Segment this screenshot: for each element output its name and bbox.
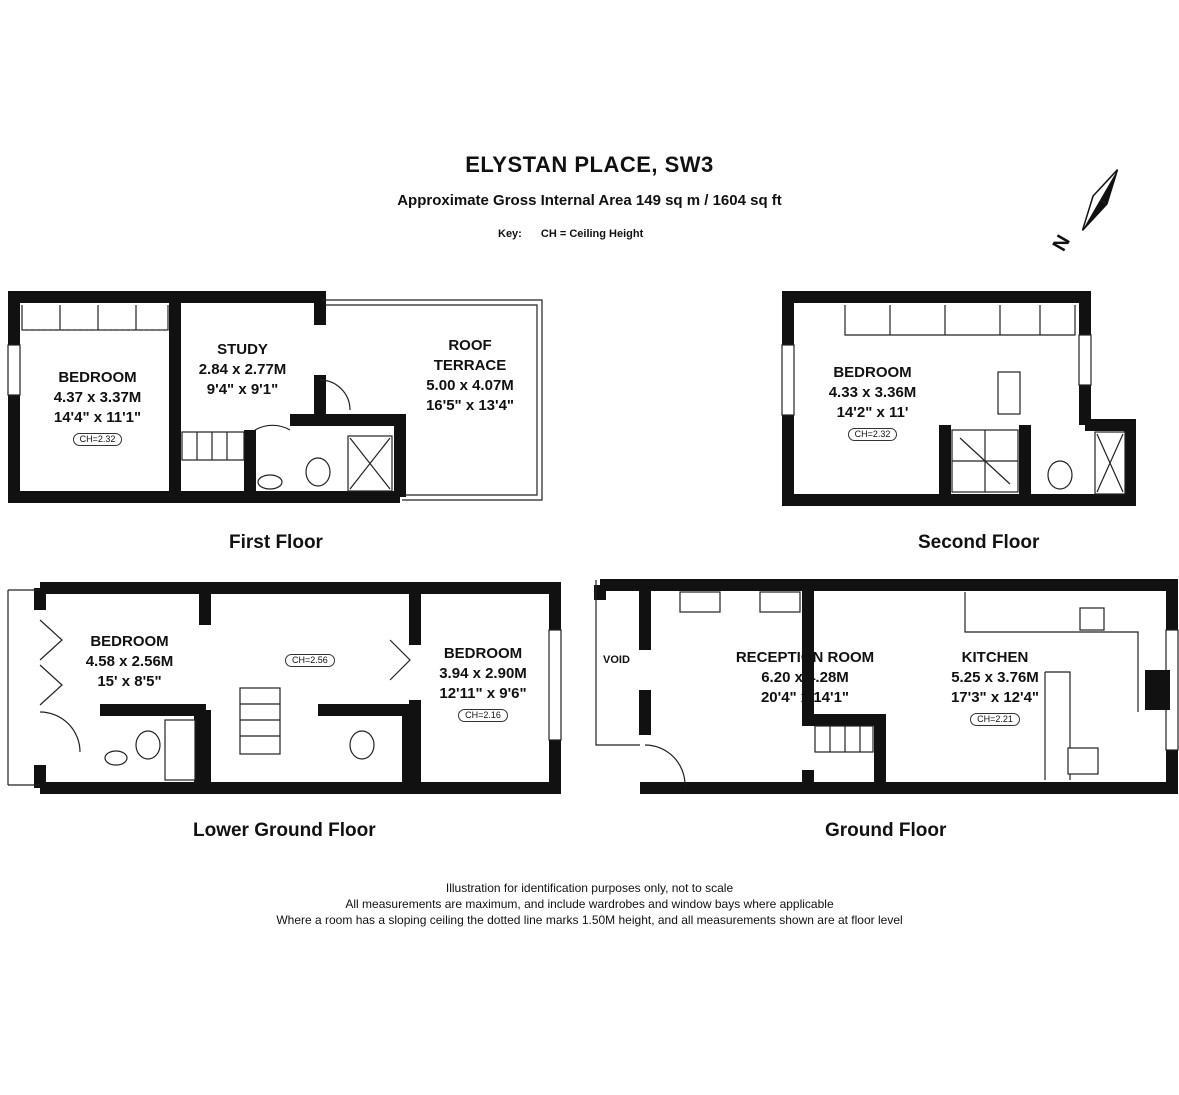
window-icon: [1078, 334, 1092, 386]
stairs-icon: [239, 687, 281, 755]
second-floor-plan: [781, 291, 1136, 506]
void-label: VOID: [603, 654, 630, 666]
second-floor-bedroom: BEDROOM 4.33 x 3.36M 14'2" x 11' CH=2.32: [805, 363, 940, 443]
room-imperial: 12'11" x 9'6": [439, 685, 527, 702]
toilet-icon: [1047, 460, 1073, 490]
room-name: RECEPTION ROOM: [735, 649, 875, 666]
window-icon: [548, 629, 562, 741]
room-imperial: 17'3" x 12'4": [950, 689, 1040, 706]
ground-floor-plan: [594, 579, 1179, 794]
first-floor-study: STUDY 2.84 x 2.77M 9'4" x 9'1": [180, 340, 305, 400]
room-name: KITCHEN: [961, 649, 1029, 666]
room-name: ROOF: [448, 337, 492, 354]
ceiling-height-badge: CH=2.56: [285, 654, 335, 667]
disclaimer-line-2: All measurements are maximum, and includ…: [345, 897, 834, 911]
basin-icon: [997, 371, 1021, 415]
window-icon: [781, 344, 795, 416]
first-floor-label: First Floor: [229, 532, 323, 553]
stairs-icon: [181, 431, 245, 461]
room-name-2: TERRACE: [433, 357, 507, 374]
stairs-icon: [814, 725, 874, 753]
lower-ground-floor-label: Lower Ground Floor: [193, 820, 376, 841]
room-imperial: 15' x 8'5": [97, 673, 162, 690]
lower-ground-hall-ch: CH=2.56: [285, 650, 335, 668]
page-title: ELYSTAN PLACE, SW3: [465, 152, 714, 177]
room-imperial: 16'5" x 13'4": [425, 397, 515, 414]
second-floor-label: Second Floor: [918, 532, 1040, 553]
toilet-icon: [349, 730, 375, 760]
hob-icon: [1079, 607, 1105, 631]
first-floor-plan: [7, 291, 543, 503]
ceiling-height-badge: CH=2.16: [458, 709, 508, 722]
room-name: BEDROOM: [443, 645, 523, 662]
lower-ground-bedroom-right: BEDROOM 3.94 x 2.90M 12'11" x 9'6" CH=2.…: [418, 644, 548, 724]
disclaimer-line-3: Where a room has a sloping ceiling the d…: [276, 913, 903, 927]
room-name: BEDROOM: [833, 364, 912, 381]
room-metric: 2.84 x 2.77M: [198, 361, 287, 378]
ground-floor-reception-room: RECEPTION ROOM 6.20 x 4.28M 20'4" x 14'1…: [715, 648, 895, 708]
key-text: CH = Ceiling Height: [540, 228, 644, 240]
shower-icon: [1094, 431, 1126, 495]
room-imperial: 9'4" x 9'1": [206, 381, 279, 398]
lower-ground-floor-plan: [7, 582, 562, 794]
disclaimer: Illustration for identification purposes…: [0, 880, 1179, 928]
room-metric: 5.00 x 4.07M: [426, 377, 514, 394]
room-metric: 4.37 x 3.37M: [53, 389, 142, 406]
sink-icon: [1067, 747, 1099, 775]
room-name: STUDY: [217, 341, 268, 358]
room-name: BEDROOM: [90, 633, 169, 650]
disclaimer-line-1: Illustration for identification purposes…: [445, 881, 734, 895]
room-metric: 5.25 x 3.76M: [951, 669, 1039, 686]
basin-icon: [257, 474, 283, 490]
room-imperial: 14'4" x 11'1": [53, 409, 142, 426]
shower-icon: [164, 719, 196, 781]
ground-floor-kitchen: KITCHEN 5.25 x 3.76M 17'3" x 12'4" CH=2.…: [925, 648, 1065, 728]
room-imperial: 20'4" x 14'1": [760, 689, 850, 706]
ground-floor-label: Ground Floor: [825, 820, 947, 841]
room-name: BEDROOM: [58, 369, 137, 386]
toilet-icon: [305, 457, 331, 487]
ceiling-height-badge: CH=2.21: [970, 713, 1020, 726]
toilet-icon: [135, 730, 161, 760]
first-floor-roof-terrace: ROOF TERRACE 5.00 x 4.07M 16'5" x 13'4": [405, 336, 535, 416]
ceiling-height-badge: CH=2.32: [72, 433, 123, 446]
key-legend: Key: CH = Ceiling Height: [498, 228, 643, 240]
lower-ground-bedroom-left: BEDROOM 4.58 x 2.56M 15' x 8'5": [62, 632, 197, 692]
first-floor-bedroom: BEDROOM 4.37 x 3.37M 14'4" x 11'1" CH=2.…: [30, 368, 165, 448]
ceiling-height-badge: CH=2.32: [847, 428, 898, 441]
room-metric: 4.58 x 2.56M: [85, 653, 174, 670]
gross-area-subtitle: Approximate Gross Internal Area 149 sq m…: [397, 192, 782, 209]
room-metric: 4.33 x 3.36M: [828, 384, 917, 401]
room-metric: 6.20 x 4.28M: [761, 669, 849, 686]
compass-icon: [1081, 169, 1119, 231]
window-icon: [7, 344, 21, 396]
basin-icon: [104, 750, 128, 766]
key-label: Key:: [498, 228, 522, 240]
room-imperial: 14'2" x 11': [836, 404, 909, 421]
room-metric: 3.94 x 2.90M: [439, 665, 527, 682]
